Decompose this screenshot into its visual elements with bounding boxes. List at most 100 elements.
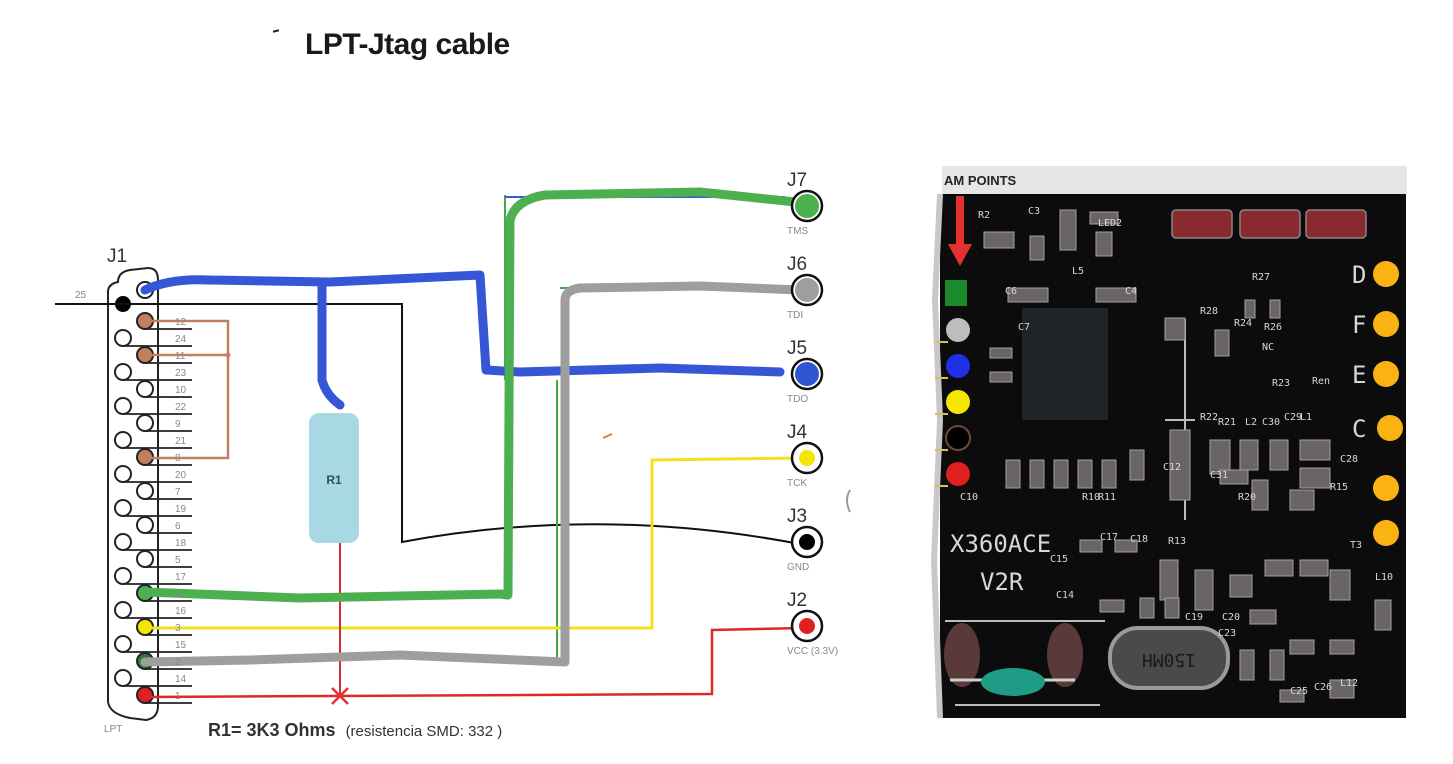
pcb-smd-part — [1007, 287, 1049, 303]
pcb-smd-part — [989, 347, 1013, 359]
pcb-silkscreen — [945, 319, 1195, 706]
pin-number-label: 9 — [175, 419, 181, 430]
tdo-blue-wire — [140, 270, 785, 410]
pcb-smd-part — [1269, 439, 1289, 471]
pin-18 — [114, 533, 132, 551]
pin-number-label: 5 — [175, 555, 181, 566]
pcb-smd-part — [1077, 459, 1093, 489]
pcb-smd-part — [1329, 569, 1351, 601]
pcb-component-label: C20 — [1222, 612, 1240, 623]
pcb-smd-part — [1269, 649, 1285, 681]
pcb-smd-part — [1229, 574, 1253, 598]
pcb-edge-label: F — [1352, 311, 1366, 339]
pin-14 — [114, 669, 132, 687]
tdi-gray-wire — [140, 281, 805, 667]
connector-type-label: LPT — [104, 724, 122, 735]
jtag-pin-dot — [795, 194, 819, 218]
pcb-jtag-pads — [935, 280, 971, 487]
pin-number-label: 19 — [175, 504, 187, 515]
jtag-id-label: J7 — [787, 170, 807, 191]
pcb-component-label: R15 — [1330, 482, 1348, 493]
red-down-arrow-icon — [948, 196, 972, 266]
pin-24 — [114, 329, 132, 347]
pcb-smd-part — [1329, 639, 1355, 655]
pcb-component-label: Ren — [1312, 376, 1330, 387]
pcb-component-label: R11 — [1098, 492, 1116, 503]
pcb-component-label: R21 — [1218, 417, 1236, 428]
pcb-smd-part — [1099, 599, 1125, 613]
pcb-resistor-2 — [1239, 209, 1301, 239]
pcb-smd-part — [1299, 467, 1331, 489]
pcb-pad — [946, 390, 970, 414]
pcb-component-label: C6 — [1005, 286, 1017, 297]
pcb-smd-components — [983, 209, 1392, 703]
pcb-smd-part — [1299, 439, 1331, 461]
pcb-pad — [946, 462, 970, 486]
pin-6 — [136, 516, 154, 534]
pcb-header-text: AM POINTS — [944, 173, 1017, 188]
jtag-id-label: J3 — [787, 506, 807, 527]
pcb-smd-part — [1269, 299, 1281, 319]
pin-number-label: 4 — [175, 589, 181, 600]
cross-mark — [331, 687, 349, 705]
pin-number-label: 23 — [175, 368, 187, 379]
pcb-edge-pads — [1373, 261, 1403, 546]
pcb-smd-part — [1209, 439, 1231, 475]
pcb-component-label: L5 — [1072, 266, 1084, 277]
pin-number-label: 1 — [175, 691, 181, 702]
pcb-edge-pad — [1373, 261, 1399, 287]
pcb-smd-part — [1164, 317, 1186, 341]
pin-22 — [114, 397, 132, 415]
pin-number-label: 21 — [175, 436, 187, 447]
jtag-signal-label: VCC (3.3V) — [787, 646, 838, 657]
pcb-component-label: C23 — [1218, 628, 1236, 639]
jtag-signal-label: TCK — [787, 478, 807, 489]
pcb-component-label: R2 — [978, 210, 990, 221]
text-layer: J1 LPT 25 122411231022921820719618517416… — [75, 170, 1393, 735]
jtag-id-label: J5 — [787, 338, 807, 359]
pcb-component-label: LED2 — [1098, 218, 1122, 229]
pcb-pad — [945, 425, 971, 451]
pin-number-label: 11 — [175, 351, 186, 362]
pin-number-label: 7 — [175, 487, 181, 498]
pcb-edge-label: D — [1352, 261, 1366, 289]
pin-15 — [114, 635, 132, 653]
jtag-id-label: J6 — [787, 254, 807, 275]
pcb-smd-part — [1029, 459, 1045, 489]
brown-junction — [225, 352, 231, 358]
pcb-component-label: C25 — [1290, 686, 1308, 697]
pcb-smd-part — [1279, 689, 1305, 703]
pin-number-label: 18 — [175, 538, 187, 549]
pcb-component-label: C29 — [1284, 412, 1302, 423]
pin-number-label: 16 — [175, 606, 187, 617]
pcb-component-label: C17 — [1100, 532, 1118, 543]
pcb-smd-part — [1059, 209, 1077, 251]
pcb-board-name-2: V2R — [980, 568, 1024, 596]
pcb-smd-part — [1194, 569, 1214, 611]
resistor-r1 — [309, 413, 359, 543]
pcb-smd-part — [1249, 609, 1277, 625]
pcb-smd-part — [1159, 559, 1179, 601]
pcb-component-label: C15 — [1050, 554, 1068, 565]
pcb-smd-part — [1264, 559, 1294, 577]
pcb-smd-part — [1219, 469, 1249, 485]
pcb-inductor — [981, 668, 1045, 696]
tck-wire — [145, 456, 806, 630]
stray-arc — [846, 489, 851, 513]
pcb-component-label: R10 — [1082, 492, 1100, 503]
pcb-smd-part — [1139, 597, 1155, 619]
pcb-smd-part — [1289, 639, 1315, 655]
pcb-component-label: R24 — [1234, 318, 1252, 329]
pcb-component-label: R27 — [1252, 272, 1270, 283]
jtag-pins — [790, 189, 824, 643]
pin-16 — [114, 601, 132, 619]
pcb-component-label: L1 — [1300, 412, 1312, 423]
pcb-smd-part — [1329, 679, 1355, 699]
pcb-component-label: L12 — [1340, 678, 1358, 689]
pcb-component-label: C3 — [1028, 206, 1040, 217]
pcb-smd-part — [1289, 489, 1315, 511]
pcb-component-label: L2 — [1245, 417, 1257, 428]
